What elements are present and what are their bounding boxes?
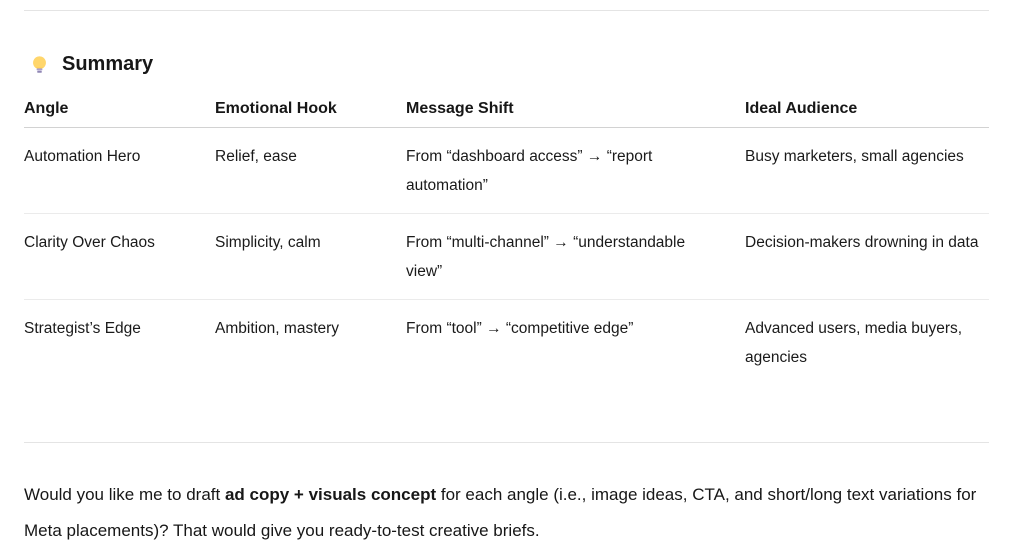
- cell-emotional-hook: Simplicity, calm: [215, 213, 406, 300]
- column-header-ideal-audience: Ideal Audience: [745, 85, 989, 128]
- cell-angle: Automation Hero: [24, 127, 215, 214]
- section-divider-bottom: [24, 442, 989, 443]
- cell-message-shift: From “multi-channel” → “understandable v…: [406, 213, 745, 300]
- cell-angle: Clarity Over Chaos: [24, 213, 215, 300]
- closing-text-prefix: Would you like me to draft: [24, 485, 225, 504]
- table-header-row: Angle Emotional Hook Message Shift Ideal…: [24, 85, 989, 128]
- column-header-message-shift: Message Shift: [406, 85, 745, 128]
- column-header-emotional-hook: Emotional Hook: [215, 85, 406, 128]
- lightbulb-icon: [30, 54, 49, 74]
- summary-heading: Summary: [24, 49, 989, 79]
- closing-text-suffix: for each angle (i.e., image ideas, CTA, …: [24, 485, 977, 540]
- summary-table: Angle Emotional Hook Message Shift Ideal…: [24, 85, 989, 385]
- column-header-angle: Angle: [24, 85, 215, 128]
- summary-heading-label: Summary: [62, 53, 154, 75]
- assistant-message: Summary Angle Emotional Hook Message Shi…: [24, 10, 989, 549]
- cell-angle: Strategist’s Edge: [24, 320, 141, 337]
- cell-ideal-audience: Advanced users, media buyers, agencies: [745, 320, 963, 366]
- cell-emotional-hook: Relief, ease: [215, 127, 406, 214]
- cell-ideal-audience: Busy marketers, small agencies: [745, 127, 989, 214]
- section-divider-top: [24, 10, 989, 11]
- cell-ideal-audience: Decision-makers drowning in data: [745, 213, 989, 300]
- closing-paragraph: Would you like me to draft ad copy + vis…: [24, 477, 984, 549]
- cell-message-shift: From “tool” → “competitive edge”: [406, 320, 634, 337]
- table-row: Strategist’s Edge Ambition, mastery From “…: [24, 300, 989, 386]
- closing-text-bold: ad copy + visuals concept: [224, 485, 437, 504]
- cell-emotional-hook: Ambition, mastery: [215, 320, 340, 337]
- cell-message-shift: From “dashboard access” → “report automa…: [406, 127, 745, 214]
